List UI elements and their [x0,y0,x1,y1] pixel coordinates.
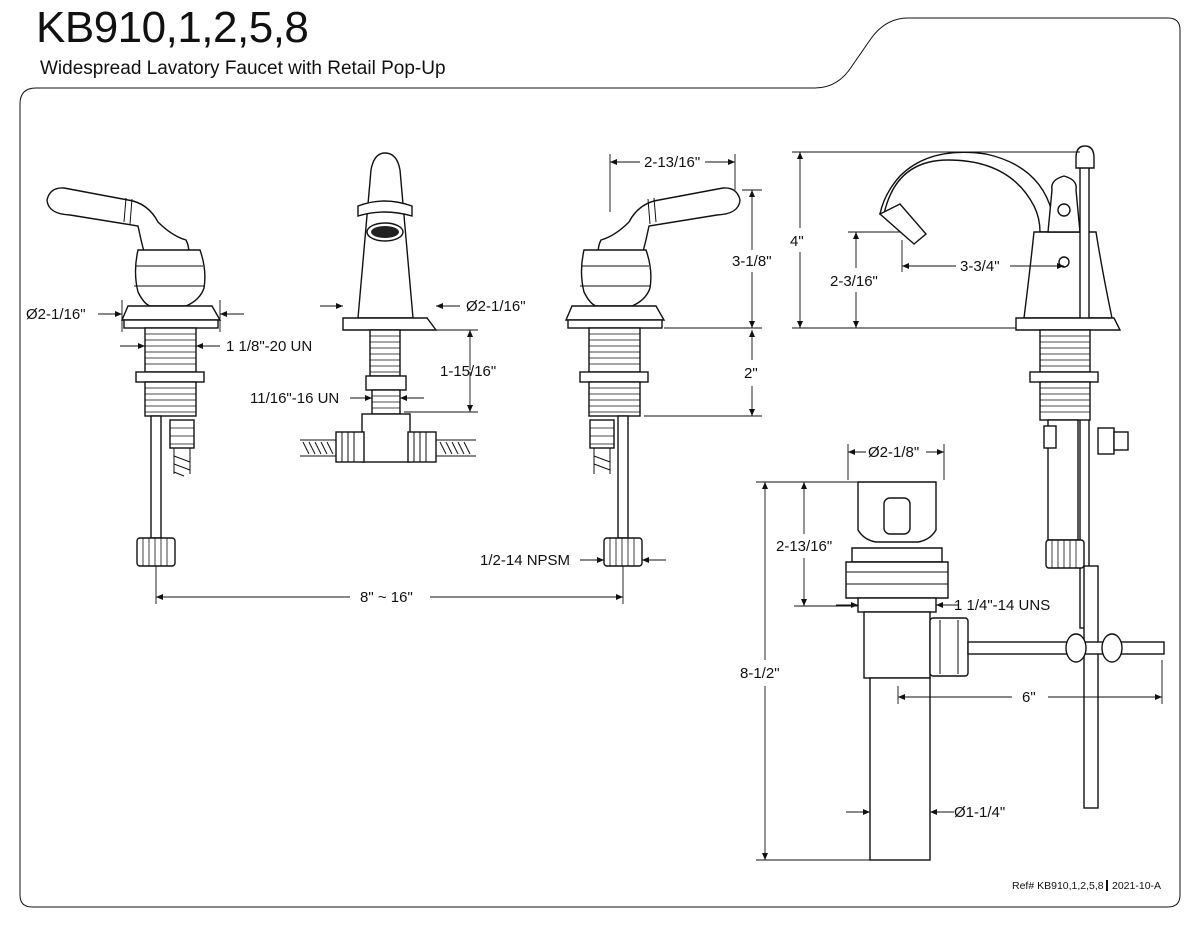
left-handle-valve [46,187,222,567]
page-subtitle: Widespread Lavatory Faucet with Retail P… [40,58,446,79]
dim-drain-flange-dia: Ø2-1/8" [868,444,919,461]
dim-drain-body-length: 8-1/2" [740,665,780,682]
dim-center-spread: 8" ~ 16" [360,589,413,606]
sheet-frame [19,17,1181,908]
footer-ref: Ref# KB910,1,2,5,8 [1012,880,1104,892]
dim-tailpiece-dia: Ø1-1/4" [954,804,1005,821]
right-handle-valve [564,187,741,567]
page-title: KB910,1,2,5,8 [36,3,309,52]
dim-overall-height: 4" [790,233,804,250]
dim-pivot-rod-length: 6" [1022,689,1036,706]
side-view-assembly [878,145,1129,809]
dim-supply-thread: 1/2-14 NPSM [480,552,570,569]
dim-drain-flange-height: 2-13/16" [776,538,832,555]
popup-drain [845,481,1165,861]
dim-spout-reach: 3-3/4" [960,258,1000,275]
spout-assembly [300,152,476,463]
dim-aerator-height: 2-3/16" [830,273,878,290]
footer-date: 2021-10-A [1112,880,1161,892]
dim-spout-shank-length: 1-15/16" [440,363,496,380]
dim-handle-reach: 2-13/16" [644,154,700,171]
dim-shank-length: 2" [744,365,758,382]
dim-drain-thread: 1 1/4"-14 UNS [954,597,1050,614]
dim-spout-tee-thread: 11/16"-16 UN [250,390,339,407]
dim-spout-flange-dia: Ø2-1/16" [466,298,526,315]
dim-handle-height: 3-1/8" [732,253,772,270]
footer-separator [1106,880,1108,891]
dimension-lines [98,151,1163,861]
dim-left-flange-dia: Ø2-1/16" [26,306,86,323]
dim-left-shank-thread: 1 1/8"-20 UN [226,338,312,355]
